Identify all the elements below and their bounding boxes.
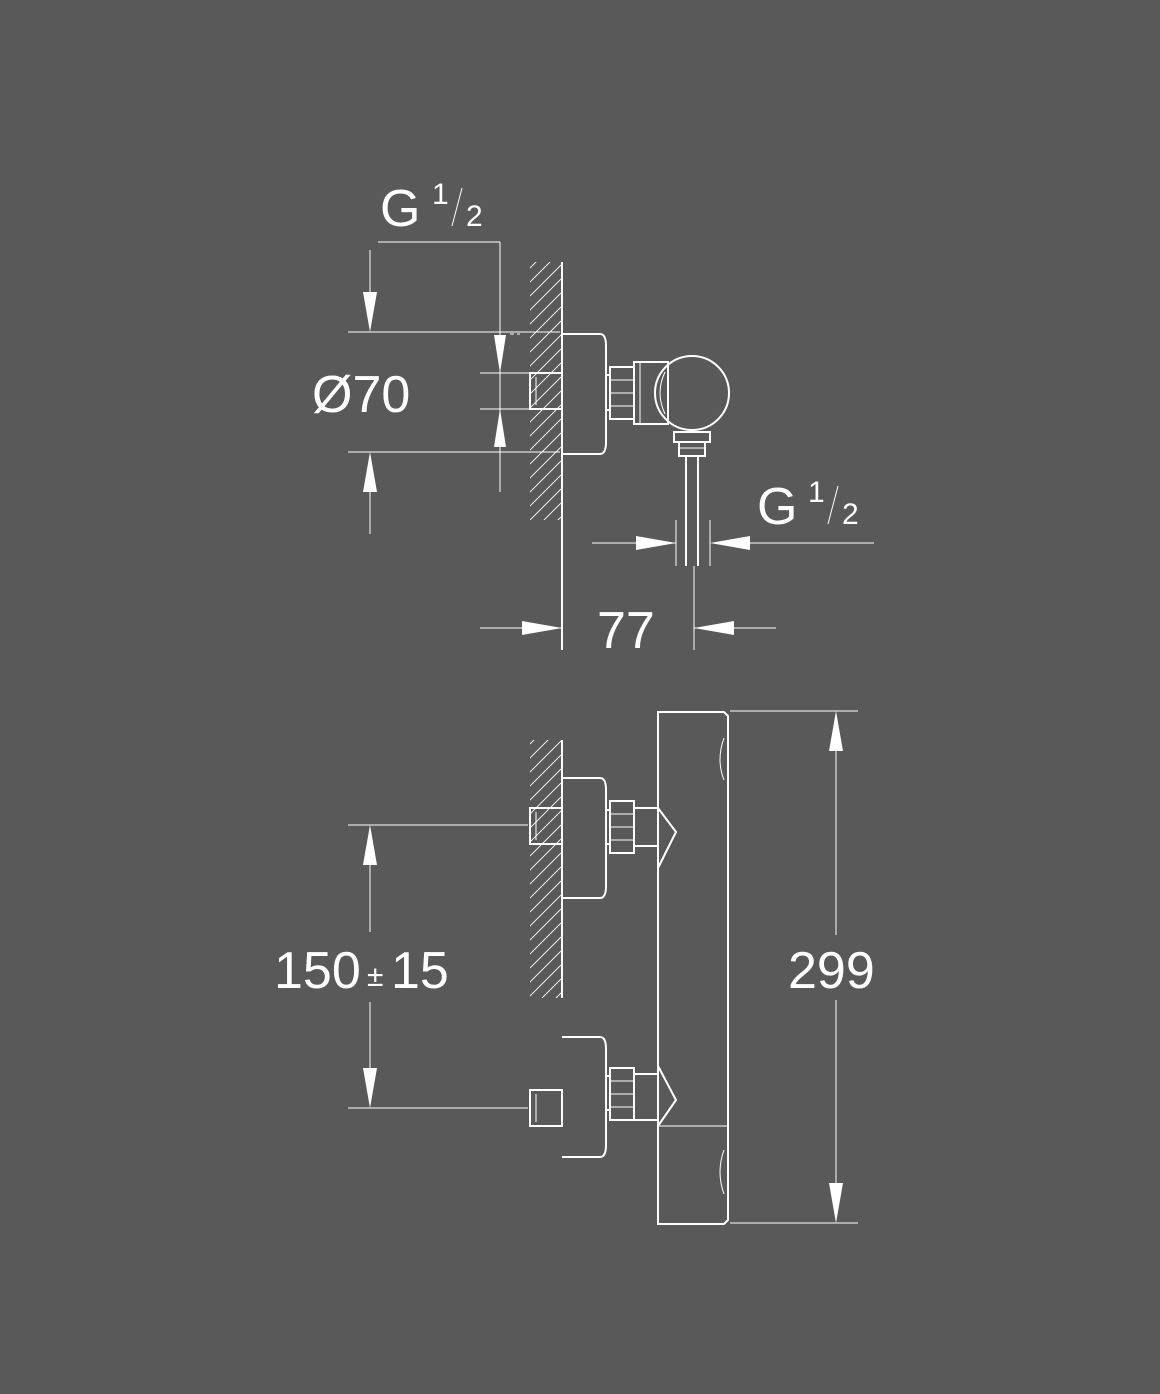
wall-bottom [530, 740, 563, 998]
nut-side [606, 361, 669, 425]
height-label: 299 [788, 942, 875, 1000]
body-round-side [654, 355, 730, 431]
projection-dimension: 77 [480, 566, 776, 660]
outlet-thread-letter: G [757, 478, 797, 536]
inlet-thread-letter: G [380, 180, 420, 238]
inlet-thread-numerator: 1 [432, 178, 449, 211]
outlet-thread-denominator: 2 [842, 498, 859, 531]
centres-tolerance: 15 [391, 942, 449, 1000]
inlet-thread-denominator: 2 [466, 200, 483, 233]
lower-connection [529, 1036, 678, 1158]
diameter-label: Ø70 [312, 366, 410, 424]
centres-tolerance-symbol: ± [367, 960, 383, 993]
centres-value: 150 [274, 942, 361, 1000]
rosette-side [562, 333, 607, 455]
outlet-thread-dimension: G 1 2 [592, 476, 874, 566]
diameter-dimension: Ø70 [312, 250, 560, 534]
height-dimension: 299 [730, 710, 875, 1224]
outlet-thread-numerator: 1 [808, 476, 825, 509]
wall-top [530, 262, 563, 650]
front-view: 150 ± 15 299 [274, 710, 875, 1225]
projection-label: 77 [597, 602, 655, 660]
centres-dimension: 150 ± 15 [274, 824, 528, 1109]
thermostat-body-front [657, 711, 729, 1225]
outlet-connector-side [673, 431, 711, 566]
side-view: Ø70 G 1 2 G 1 2 [312, 178, 874, 660]
inlet-thread-dimension: G 1 2 [378, 178, 530, 492]
inlet-stub-side [529, 372, 563, 410]
